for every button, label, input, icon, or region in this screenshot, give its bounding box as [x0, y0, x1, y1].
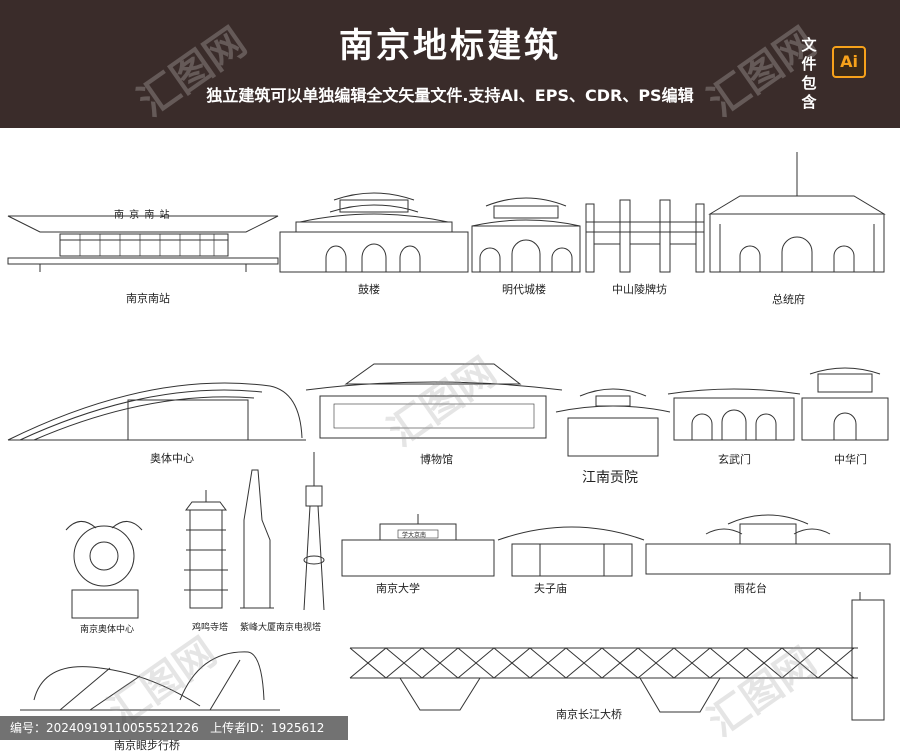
ming-city-tower-drawing [471, 197, 581, 273]
label-presidential: 总统府 [772, 293, 805, 306]
label-ming-tower: 明代城楼 [502, 283, 546, 296]
olympic-center-drawing [7, 382, 306, 441]
presidential-palace-drawing [708, 152, 886, 273]
xuanwu-gate-drawing [667, 388, 801, 441]
uploader-value: 1925612 [270, 721, 325, 735]
zhongshan-archway-drawing [585, 199, 705, 273]
label-olympic: 奥体中心 [150, 452, 194, 465]
olympic-sculpture-drawing [65, 521, 143, 619]
landmark-illustrations [7, 152, 891, 721]
label-footbridge: 南京眼步行桥 [114, 739, 180, 752]
label-jiming: 鸡鸣寺塔 [192, 623, 229, 633]
id-label: 编号： [10, 721, 47, 735]
page-subtitle: 独立建筑可以单独编辑全文矢量文件.支持AI、EPS、CDR、PS编辑 [206, 86, 694, 105]
label-nju: 南京大学 [376, 582, 420, 595]
label-nanjing-south: 南京南站 [126, 292, 170, 305]
label-xuanwu: 玄武门 [718, 453, 751, 466]
header-banner: 南京地标建筑 独立建筑可以单独编辑全文矢量文件.支持AI、EPS、CDR、PS编… [0, 0, 900, 128]
drum-tower-drawing [279, 192, 469, 273]
page-title: 南京地标建筑 [339, 26, 561, 66]
id-value: 20240919110055521226 [46, 721, 199, 735]
label-zifeng: 紫峰大厦 [240, 623, 277, 633]
file-includes-label: 文件包含 [801, 36, 817, 111]
nanjing-south-station-drawing [7, 215, 279, 272]
ai-file-icon: Ai [832, 46, 866, 78]
nju-gate-drawing [341, 514, 495, 577]
uploader-label: 上传者ID： [210, 721, 271, 735]
label-olympic-sculpture: 南京奥体中心 [80, 625, 135, 635]
label-fuzimiao: 夫子庙 [534, 582, 567, 595]
zifeng-tower-drawing [240, 469, 274, 609]
label-yangtze-bridge: 南京长江大桥 [556, 708, 622, 721]
zhonghua-gate-drawing [801, 367, 889, 441]
label-zhongshan: 中山陵牌坊 [612, 283, 667, 296]
museum-drawing [305, 363, 563, 439]
label-museum: 博物馆 [420, 453, 453, 466]
label-jiangnan: 江南贡院 [582, 470, 638, 486]
label-yuhuatai: 雨花台 [734, 582, 767, 595]
tv-tower-drawing [303, 452, 325, 611]
nju-sign: 学大京南 [402, 532, 427, 539]
nanjing-eye-footbridge-drawing [20, 651, 280, 711]
station-sign: 南 京 南 站 [114, 210, 171, 221]
label-zhonghua: 中华门 [834, 453, 867, 466]
label-tv-tower: 南京电视塔 [276, 623, 322, 633]
footer-info-bar: 编号：20240919110055521226 上传者ID：1925612 [0, 716, 348, 740]
jiangnan-gongyuan-drawing [555, 388, 671, 457]
fuzimiao-drawing [497, 526, 645, 577]
label-drum-tower: 鼓楼 [358, 283, 380, 296]
yangtze-bridge-drawing [349, 592, 885, 721]
yuhuatai-drawing [645, 514, 891, 575]
jiming-pagoda-drawing [184, 490, 228, 609]
